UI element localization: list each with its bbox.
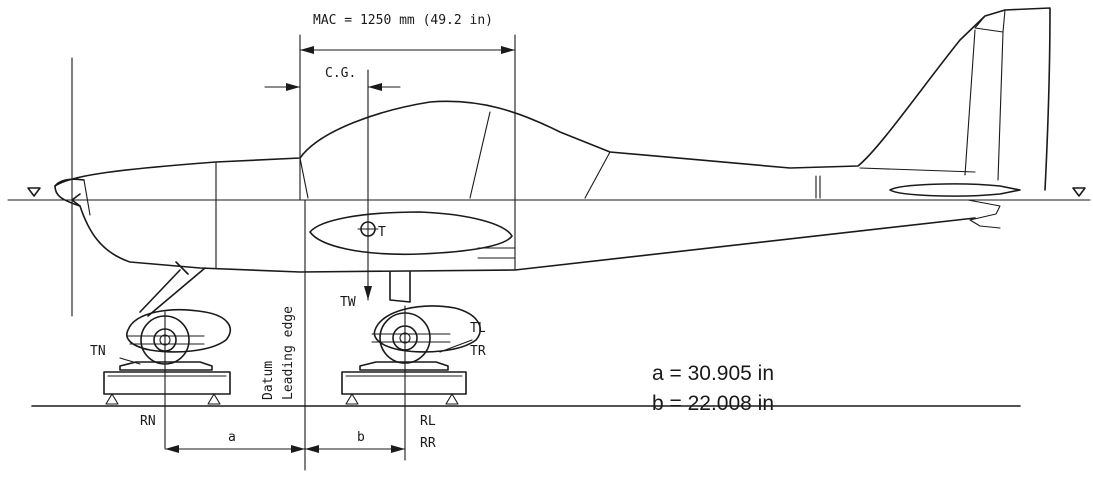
wing-section: T bbox=[309, 109, 516, 271]
rr-label: RR bbox=[420, 436, 436, 451]
nose-gear bbox=[126, 261, 231, 449]
a-dimension: a bbox=[164, 430, 306, 453]
t-label: T bbox=[378, 225, 386, 240]
b-dimension: b bbox=[304, 430, 406, 453]
datum-label: Datum bbox=[261, 361, 276, 400]
a-value: a = 30.905 in bbox=[652, 362, 774, 385]
main-scale: RL RR bbox=[341, 361, 467, 451]
rl-label: RL bbox=[420, 414, 436, 429]
rn-label: RN bbox=[140, 414, 156, 429]
datum-line: Datum Leading edge bbox=[261, 199, 306, 471]
values-block: a = 30.905 in b = 22.008 in bbox=[652, 362, 774, 415]
main-gear: TL TR bbox=[371, 271, 486, 461]
mac-dimension: MAC = 1250 mm (49.2 in) bbox=[299, 13, 516, 201]
fuselage bbox=[54, 7, 1051, 273]
b-value: b = 22.008 in bbox=[652, 392, 774, 415]
tw-label: TW bbox=[340, 295, 356, 310]
b-label: b bbox=[357, 430, 365, 445]
mac-label: MAC = 1250 mm (49.2 in) bbox=[313, 13, 493, 28]
level-line bbox=[7, 187, 1091, 201]
a-label: a bbox=[228, 430, 236, 445]
leading-edge-label: Leading edge bbox=[281, 306, 296, 400]
tn-label: TN bbox=[90, 344, 106, 359]
cg-label: C.G. bbox=[325, 66, 356, 81]
level-marker-left-icon bbox=[27, 187, 41, 197]
cg-dimension: C.G. TW bbox=[264, 66, 401, 310]
level-marker-right-icon bbox=[1072, 187, 1086, 197]
tl-label: TL bbox=[470, 321, 486, 336]
nose-scale: TN RN bbox=[90, 344, 231, 429]
tr-label: TR bbox=[470, 344, 486, 359]
